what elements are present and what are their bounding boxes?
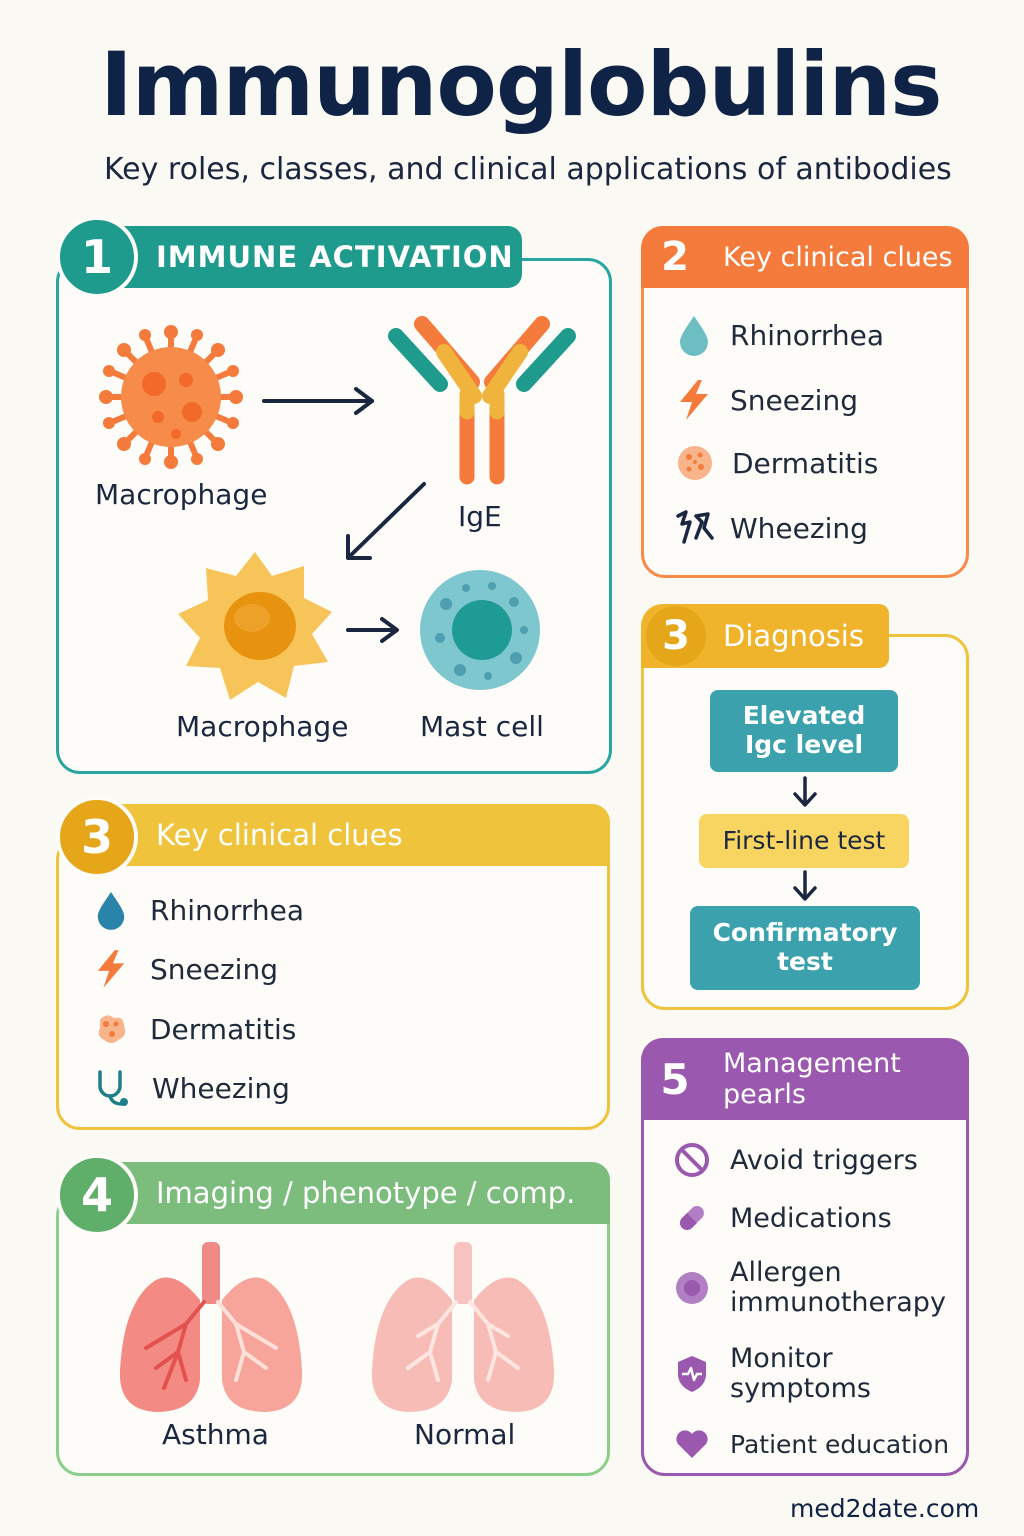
clue-right-wheezing: Wheezing: [672, 508, 868, 548]
imaging-title: Imaging / phenotype / comp.: [156, 1176, 576, 1210]
normal-lungs-icon: [371, 1242, 555, 1412]
immune-activation-header: IMMUNE ACTIVATION: [92, 226, 522, 288]
normal-label: Normal: [414, 1418, 516, 1451]
skin-patch-icon: [678, 446, 712, 480]
section-3-clues-badge: 3: [56, 796, 138, 878]
heart-icon: [676, 1430, 708, 1458]
footer-brand: med2date.com: [790, 1494, 980, 1523]
asthma-lungs-icon: [119, 1242, 303, 1412]
flow-arrow-down-icon: [793, 776, 817, 807]
macrophage-top-label: Macrophage: [95, 478, 268, 511]
clue-right-dermatitis: Dermatitis: [676, 444, 878, 482]
droplet-icon: [97, 892, 125, 930]
arrow-right-small-icon: [346, 617, 399, 643]
arrow-down-left-icon: [346, 482, 426, 560]
skin-patch-icon: [98, 1015, 126, 1043]
clue-left-rhinorrhea: Rhinorrhea: [94, 890, 304, 930]
arrow-right-icon: [262, 387, 374, 415]
macrophage-bottom-label: Macrophage: [176, 710, 349, 743]
mast-cell-icon: [420, 570, 540, 690]
airway-icon: [676, 510, 714, 544]
management-title-line1: Management: [723, 1047, 901, 1079]
ige-label: IgE: [458, 500, 502, 533]
page-subtitle: Key roles, classes, and clinical applica…: [104, 152, 952, 187]
section-4-badge: 4: [56, 1154, 138, 1236]
clue-right-rhinorrhea: Rhinorrhea: [676, 314, 884, 356]
section-2-badge: 2: [646, 228, 704, 286]
clue-right-sneezing: Sneezing: [676, 378, 858, 422]
mast-cell-label: Mast cell: [420, 710, 544, 743]
section-5-badge: 5: [646, 1050, 704, 1108]
no-entry-icon: [675, 1143, 709, 1177]
page-title: Immunoglobulins: [100, 33, 942, 136]
flow-step-first-line-test: First-line test: [699, 814, 909, 868]
macrophage-cell-icon: [99, 325, 243, 469]
section-1-badge: 1: [56, 216, 138, 298]
stethoscope-icon: [98, 1070, 128, 1106]
section-3-diagnosis-badge: 3: [646, 606, 706, 666]
clinical-clues-left-header: Key clinical clues: [92, 804, 610, 866]
management-patient-education: Patient education: [674, 1428, 949, 1460]
management-avoid-triggers: Avoid triggers: [674, 1142, 918, 1178]
diagnosis-title: Diagnosis: [723, 619, 864, 653]
management-title-line2: pearls: [723, 1079, 806, 1110]
clue-left-sneezing: Sneezing: [94, 948, 278, 990]
pill-icon: [680, 1206, 704, 1230]
clue-left-wheezing: Wheezing: [92, 1068, 290, 1108]
management-medications: Medications: [674, 1200, 892, 1236]
circle-dot-icon: [676, 1271, 708, 1304]
lightning-icon: [680, 380, 708, 420]
immune-activation-title: IMMUNE ACTIVATION: [156, 240, 514, 274]
droplet-icon: [680, 316, 708, 356]
clinical-clues-left-title: Key clinical clues: [156, 818, 403, 852]
clinical-clues-right-title: Key clinical clues: [723, 241, 953, 273]
imaging-header: Imaging / phenotype / comp.: [92, 1162, 610, 1224]
ige-antibody-icon: [388, 316, 576, 485]
lightning-icon: [97, 950, 125, 988]
macrophage-blob-icon: [178, 552, 332, 700]
shield-pulse-icon: [678, 1355, 706, 1392]
asthma-label: Asthma: [162, 1418, 269, 1451]
clue-left-dermatitis: Dermatitis: [92, 1010, 296, 1048]
flow-arrow-down-icon: [793, 870, 817, 901]
